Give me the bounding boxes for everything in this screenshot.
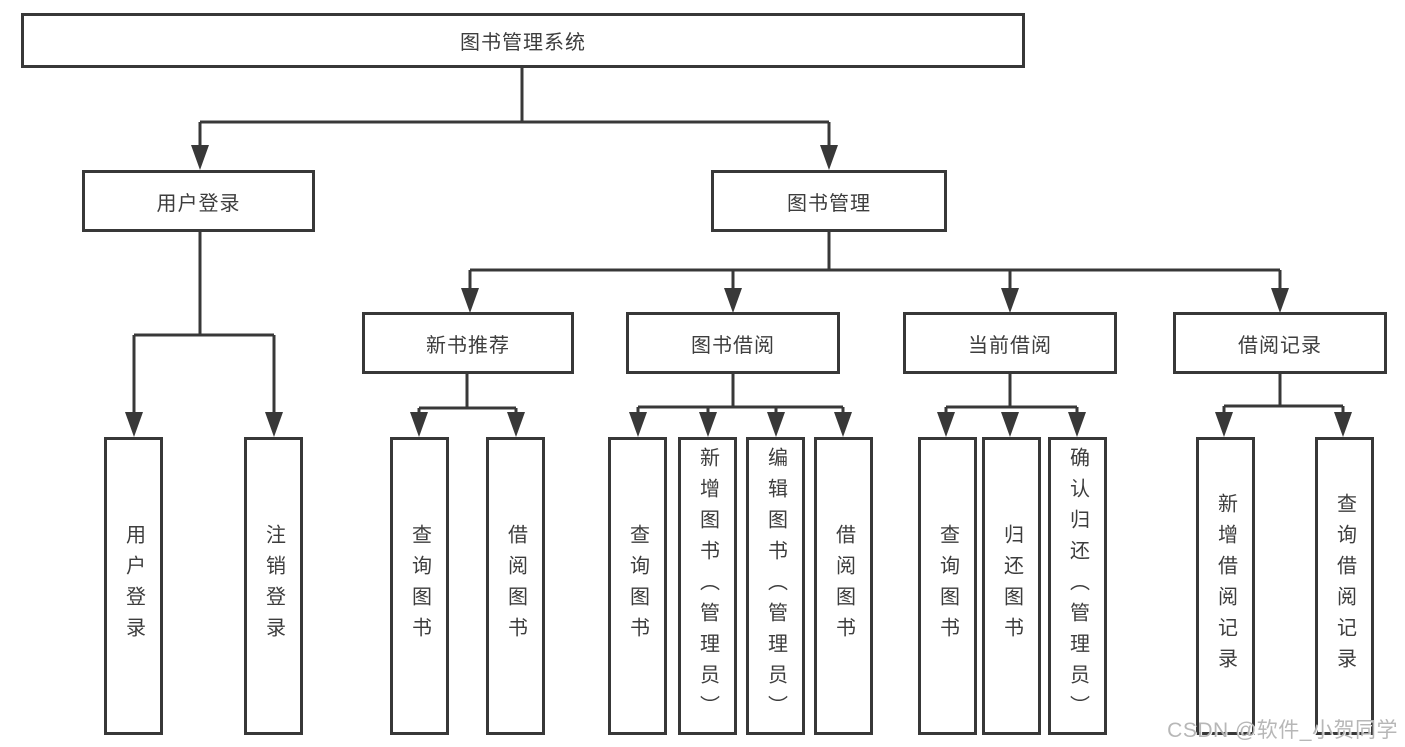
leaf-br-add-record: 新增借阅记录	[1196, 437, 1255, 735]
edge-root-to-level2	[191, 67, 838, 170]
leaf-label: 编辑图书（管理员）	[764, 446, 787, 726]
node-book-management: 图书管理	[711, 170, 947, 232]
leaf-label: 查询图书	[408, 524, 431, 648]
node-label: 新书推荐	[426, 334, 510, 357]
leaf-bb-edit-book-admin: 编辑图书（管理员）	[746, 437, 805, 735]
edge-current-borrow-to-leaves	[937, 374, 1086, 437]
node-borrowing-records: 借阅记录	[1173, 312, 1387, 374]
edge-book-borrow-to-leaves	[629, 374, 852, 437]
node-label: 图书管理	[787, 192, 871, 215]
node-new-book-recommend: 新书推荐	[362, 312, 574, 374]
leaf-logout: 注销登录	[244, 437, 303, 735]
edge-user-login-to-leaves	[125, 232, 283, 437]
node-label: 借阅记录	[1238, 334, 1322, 357]
leaf-label: 用户登录	[122, 524, 145, 648]
edge-new-book-rec-to-leaves	[410, 374, 525, 437]
csdn-watermark: CSDN @软件_小贺同学	[1167, 719, 1398, 742]
leaf-bb-query-book: 查询图书	[608, 437, 667, 735]
node-label: 图书借阅	[691, 334, 775, 357]
edge-borrow-record-to-leaves	[1215, 374, 1352, 437]
leaf-label: 注销登录	[262, 524, 285, 648]
node-label: 用户登录	[156, 192, 241, 215]
leaf-label: 归还图书	[1000, 524, 1023, 648]
leaf-nbr-query-book: 查询图书	[390, 437, 449, 735]
leaf-cb-return-book: 归还图书	[982, 437, 1041, 735]
leaf-cb-query-book: 查询图书	[918, 437, 977, 735]
leaf-br-query-record: 查询借阅记录	[1315, 437, 1374, 735]
leaf-label: 查询图书	[936, 524, 959, 648]
node-label: 当前借阅	[968, 334, 1052, 357]
leaf-label: 查询借阅记录	[1333, 493, 1356, 679]
edge-book-mgmt-to-level3	[461, 232, 1289, 313]
leaf-cb-confirm-return-admin: 确认归还（管理员）	[1048, 437, 1107, 735]
leaf-bb-borrow-book: 借阅图书	[814, 437, 873, 735]
node-book-borrowing: 图书借阅	[626, 312, 840, 374]
leaf-bb-add-book-admin: 新增图书（管理员）	[678, 437, 737, 735]
leaf-label: 确认归还（管理员）	[1066, 446, 1089, 726]
node-user-login: 用户登录	[82, 170, 315, 232]
leaf-label: 新增图书（管理员）	[696, 446, 719, 726]
leaf-label: 借阅图书	[832, 524, 855, 648]
node-label: 图书管理系统	[460, 32, 586, 54]
node-root-system: 图书管理系统	[21, 13, 1025, 68]
leaf-label: 借阅图书	[504, 524, 527, 648]
leaf-label: 新增借阅记录	[1214, 493, 1237, 679]
leaf-nbr-borrow-book: 借阅图书	[486, 437, 545, 735]
leaf-user-login: 用户登录	[104, 437, 163, 735]
leaf-label: 查询图书	[626, 524, 649, 648]
node-current-borrowing: 当前借阅	[903, 312, 1117, 374]
